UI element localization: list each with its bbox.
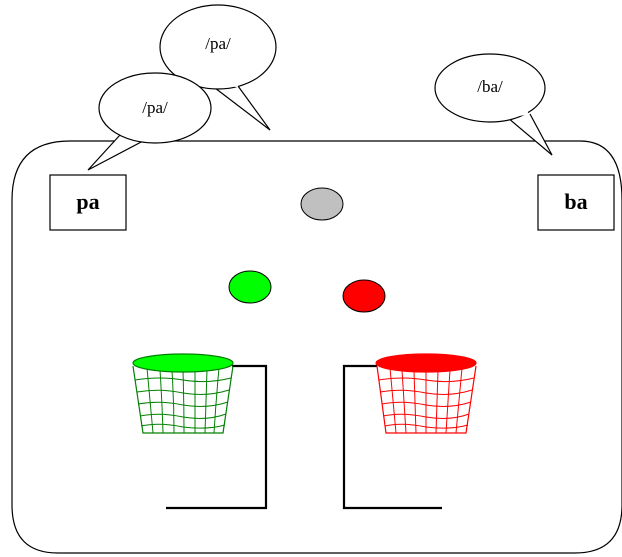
- green-basket-rim: [132, 353, 234, 373]
- green-basket: [132, 353, 268, 510]
- red-ball[interactable]: [342, 279, 386, 313]
- speech-bubble-right: /ba/: [434, 53, 553, 156]
- label-box-right: ba: [537, 174, 615, 231]
- red-basket: [342, 353, 477, 510]
- red-basket-rim: [375, 353, 477, 373]
- green-hoop-stand: [166, 364, 268, 510]
- bubble-text-left: /pa/: [142, 98, 168, 117]
- label-box-left: pa: [49, 174, 127, 231]
- speech-bubble-top: /pa/: [159, 4, 277, 131]
- bubble-text-top: /pa/: [205, 34, 231, 53]
- label-right-text: ba: [564, 189, 587, 214]
- green-ball[interactable]: [228, 270, 272, 304]
- label-left-text: pa: [76, 189, 99, 214]
- bubble-text-right: /ba/: [477, 77, 503, 96]
- red-hoop-stand: [342, 364, 442, 510]
- speech-bubble-left: /pa/: [87, 72, 212, 171]
- frame: [11, 140, 622, 554]
- grey-ball[interactable]: [300, 187, 344, 221]
